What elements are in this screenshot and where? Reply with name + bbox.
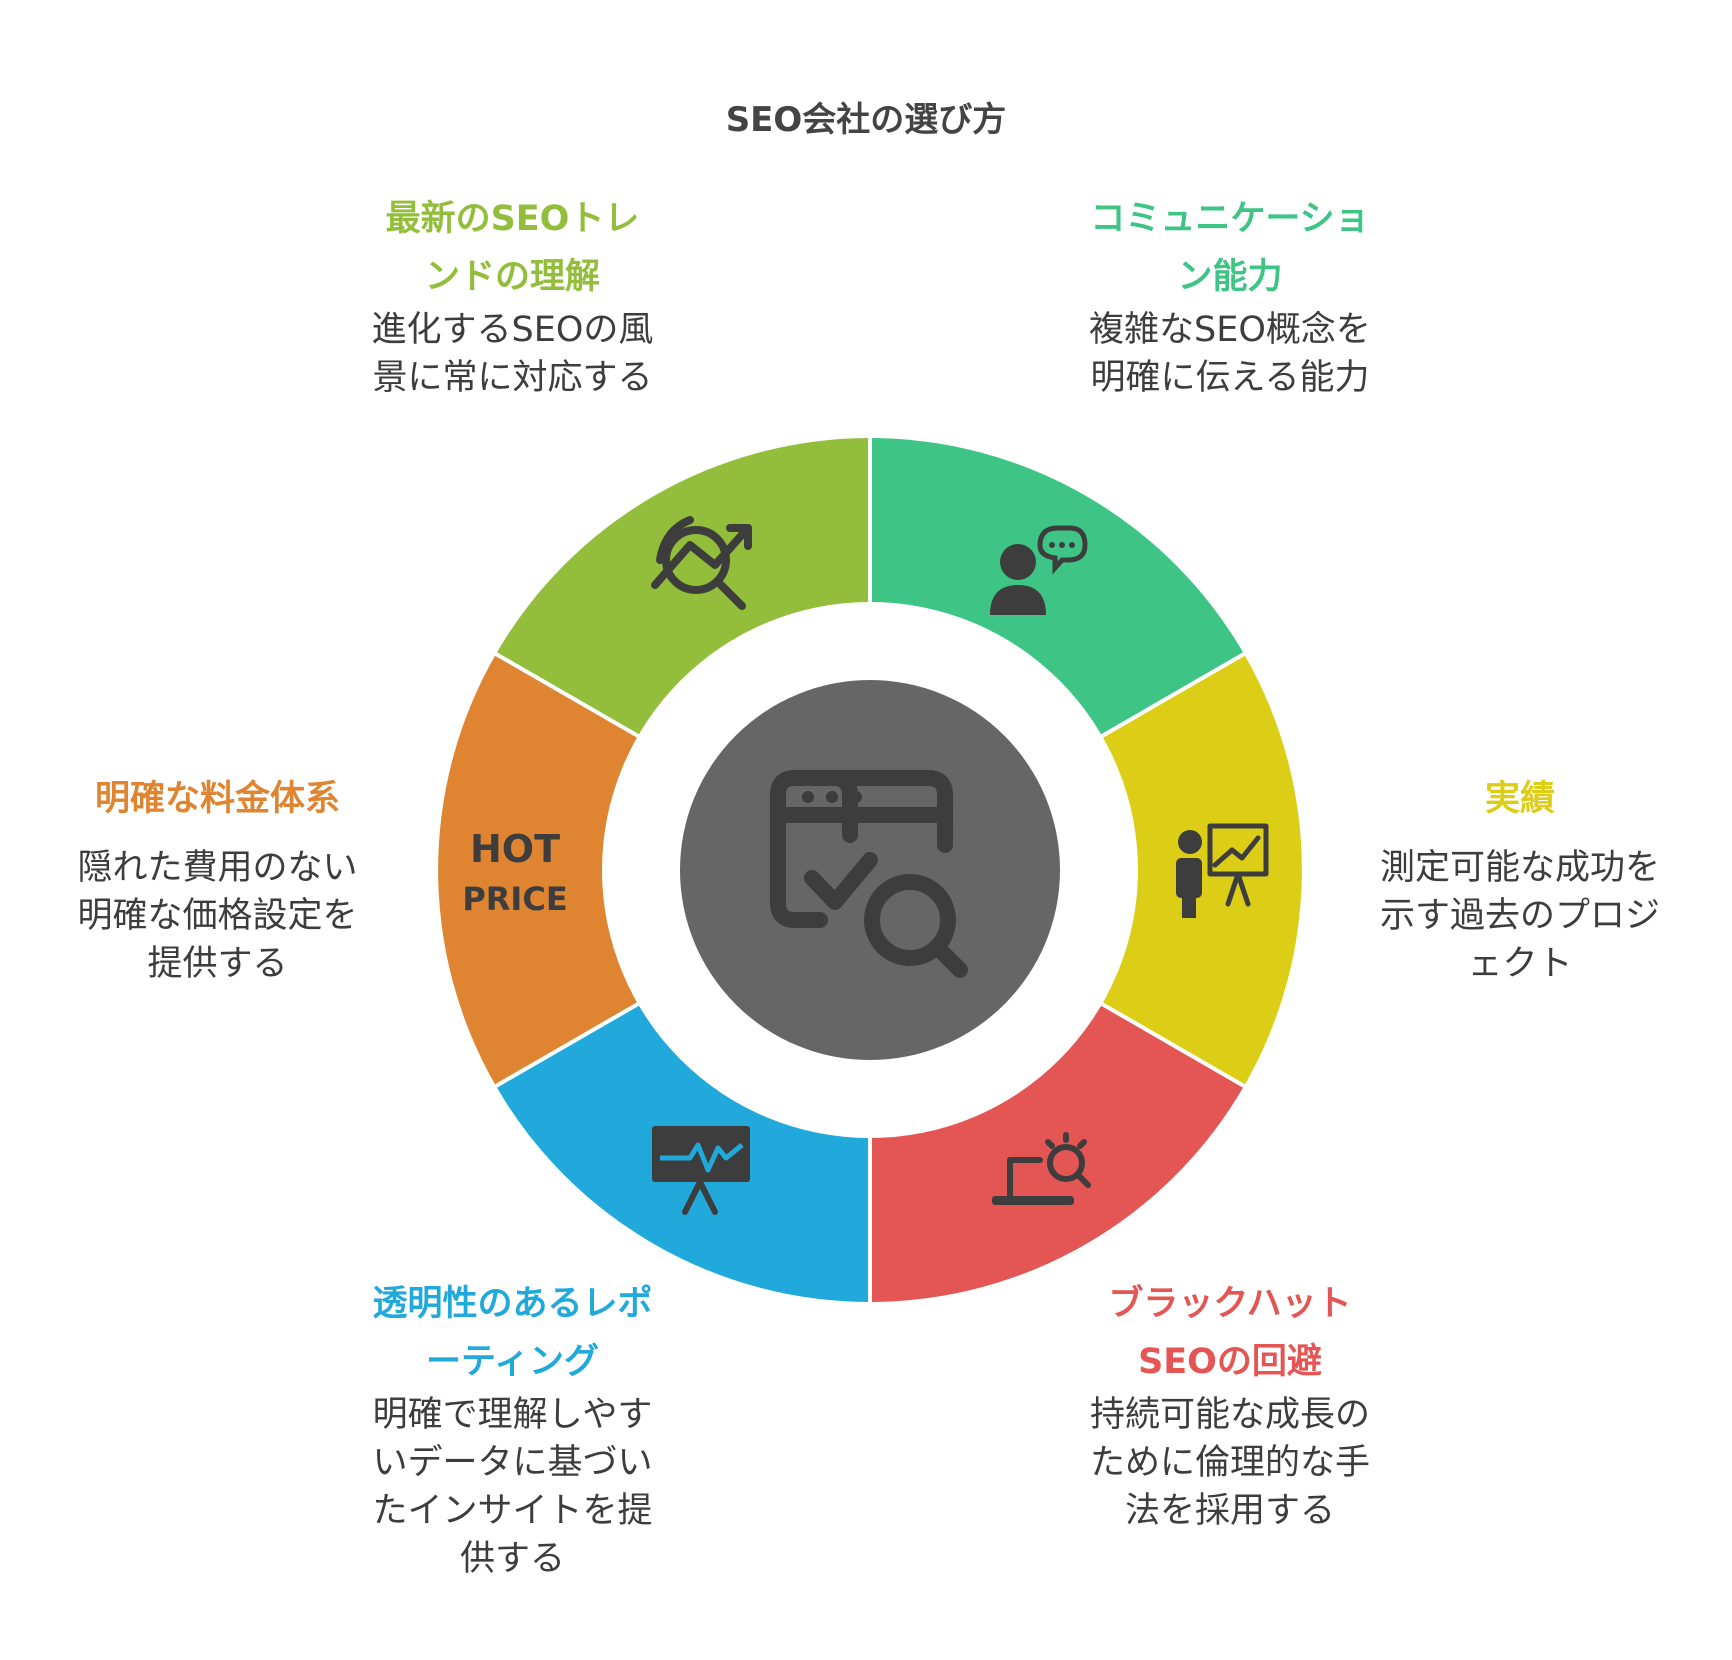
item-heading: コミュニケーショ ン能力 xyxy=(1090,199,1370,297)
item-heading: 実績 xyxy=(1484,779,1555,819)
item-description: 隠れた費用のない 明確な価格設定を 提供する xyxy=(77,848,358,984)
item-red: ブラックハット SEOの回避 持続可能な成長の ために倫理的な手 法を採用する xyxy=(1050,1275,1410,1535)
item-description: 複雑なSEO概念を 明確に伝える能力 xyxy=(1089,310,1371,398)
item-blue: 透明性のあるレポ ーティング 明確で理解しやす いデータに基づい たインサイトを… xyxy=(335,1275,690,1583)
price-text: PRICE xyxy=(462,880,567,918)
diagram-title: SEO会社の選び方 xyxy=(725,100,1007,140)
item-heading: 透明性のあるレポ ーティング xyxy=(372,1284,653,1382)
item-description: 明確で理解しやす いデータに基づい たインサイトを提 供する xyxy=(372,1395,653,1579)
monitor-report-icon xyxy=(652,1126,750,1215)
item-heading: 最新のSEOトレ ンドの理解 xyxy=(385,199,640,297)
item-description: 進化するSEOの風 景に常に対応する xyxy=(371,310,654,398)
item-yellow: 実績 測定可能な成功を 示す過去のプロジ ェクト xyxy=(1350,770,1690,988)
item-heading: ブラックハット SEOの回避 xyxy=(1108,1284,1352,1382)
item-green: 最新のSEOトレ ンドの理解 進化するSEOの風 景に常に対応する xyxy=(335,190,690,402)
hot-price-icon: HOT PRICE xyxy=(462,827,567,918)
trend-search-icon xyxy=(651,516,752,610)
browser-check-search-icon xyxy=(770,770,968,978)
presenter-chart-icon xyxy=(1176,823,1269,918)
item-description: 測定可能な成功を 示す過去のプロジ ェクト xyxy=(1379,848,1660,984)
hot-text: HOT xyxy=(470,827,560,871)
person-chat-icon xyxy=(990,525,1088,615)
item-orange: 明確な料金体系 隠れた費用のない 明確な価格設定を 提供する xyxy=(40,770,395,988)
browser-dots xyxy=(802,791,862,803)
laptop-search-icon xyxy=(992,1132,1091,1205)
item-heading: 明確な料金体系 xyxy=(94,779,340,819)
item-description: 持続可能な成長の ために倫理的な手 法を採用する xyxy=(1089,1395,1370,1531)
item-teal: コミュニケーショ ン能力 複雑なSEO概念を 明確に伝える能力 xyxy=(1050,190,1410,402)
